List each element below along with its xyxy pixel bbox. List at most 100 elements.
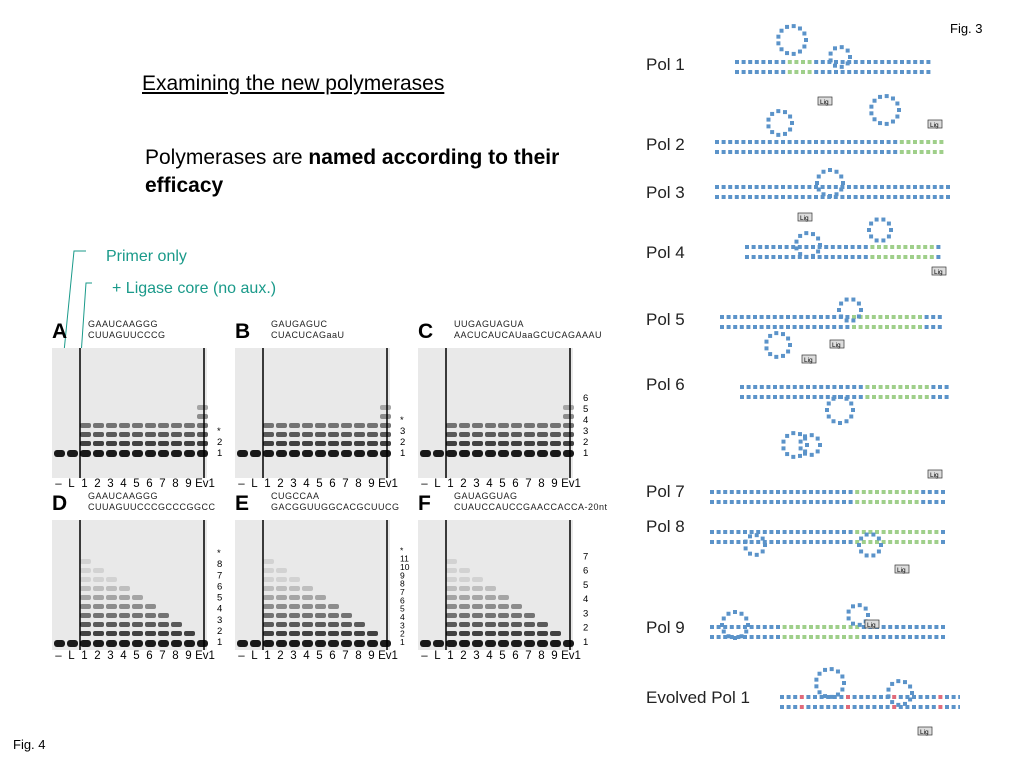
lane-label: 2 bbox=[460, 650, 467, 662]
nucleotide bbox=[902, 701, 907, 706]
nucleotide bbox=[893, 70, 898, 74]
sequence-top: GAAUCAAGGG bbox=[88, 319, 159, 329]
nucleotide bbox=[937, 325, 942, 329]
nucleotide bbox=[791, 454, 796, 459]
nucleotide bbox=[936, 245, 941, 249]
nucleotide bbox=[860, 140, 865, 144]
gel-marker-label: 7 bbox=[400, 587, 405, 597]
lane-label: 3 bbox=[290, 478, 297, 490]
nucleotide bbox=[799, 315, 804, 319]
nucleotide bbox=[892, 705, 897, 709]
nucleotide bbox=[782, 625, 787, 629]
nucleotide bbox=[868, 500, 873, 504]
nucleotide bbox=[839, 695, 844, 699]
gel-marker-label: 7 bbox=[217, 570, 222, 581]
nucleotide bbox=[926, 140, 931, 144]
nucleotide bbox=[834, 169, 839, 174]
gel-marker-label: 6 bbox=[583, 393, 588, 404]
nucleotide bbox=[860, 60, 865, 64]
nucleotide bbox=[838, 325, 843, 329]
nucleotide bbox=[927, 490, 932, 494]
nucleotide bbox=[743, 546, 748, 551]
nucleotide bbox=[851, 604, 855, 609]
nucleotide bbox=[776, 625, 780, 629]
nucleotide bbox=[879, 543, 883, 547]
lane-label: 8 bbox=[538, 478, 545, 490]
nucleotide bbox=[723, 540, 728, 544]
nucleotide bbox=[785, 51, 790, 56]
nucleotide bbox=[880, 60, 885, 64]
nucleotide bbox=[932, 150, 937, 154]
nucleotide bbox=[916, 245, 921, 249]
nucleotide bbox=[753, 315, 757, 319]
nucleotide bbox=[840, 185, 845, 189]
nucleotide bbox=[918, 385, 923, 389]
nucleotide bbox=[886, 185, 891, 189]
gel-marker-label: * bbox=[400, 545, 404, 555]
nucleotide bbox=[945, 705, 949, 709]
nucleotide bbox=[850, 245, 855, 249]
nucleotide bbox=[764, 339, 769, 344]
nucleotide bbox=[804, 231, 809, 236]
nucleotide bbox=[859, 695, 864, 699]
nucleotide bbox=[902, 680, 907, 685]
lane-label: 9 bbox=[551, 478, 558, 490]
lig-tag-box bbox=[829, 339, 845, 349]
nucleotide bbox=[761, 150, 766, 154]
nucleotide bbox=[932, 140, 937, 144]
nucleotide bbox=[879, 705, 883, 709]
nucleotide bbox=[779, 28, 784, 33]
nucleotide bbox=[855, 490, 860, 494]
nucleotide bbox=[828, 490, 833, 494]
nucleotide bbox=[898, 695, 903, 699]
gel-marker-label: 4 bbox=[583, 594, 588, 605]
nucleotide bbox=[856, 301, 861, 306]
nucleotide bbox=[815, 181, 819, 185]
nucleotide bbox=[827, 140, 832, 144]
nucleotide bbox=[844, 297, 849, 302]
nucleotide bbox=[763, 543, 767, 547]
nucleotide bbox=[919, 140, 924, 144]
nucleotide bbox=[847, 195, 851, 199]
nucleotide bbox=[840, 195, 845, 199]
nucleotide bbox=[868, 530, 873, 534]
nucleotide bbox=[801, 70, 805, 74]
nucleotide bbox=[749, 530, 754, 534]
nucleotide bbox=[926, 195, 931, 199]
gel-marker-label: 1 bbox=[583, 637, 588, 648]
nucleotide bbox=[848, 540, 853, 544]
nucleotide bbox=[851, 621, 855, 626]
lane-label: 3 bbox=[473, 478, 480, 490]
nucleotide bbox=[934, 540, 939, 544]
lig-tag-box bbox=[864, 619, 880, 629]
nucleotide bbox=[789, 490, 794, 494]
gel-marker-label: 3 bbox=[400, 620, 405, 630]
nucleotide bbox=[759, 325, 764, 329]
nucleotide bbox=[918, 695, 923, 699]
nucleotide bbox=[818, 443, 822, 447]
nucleotide bbox=[923, 245, 928, 249]
lane-label: L bbox=[68, 478, 75, 490]
nucleotide bbox=[792, 385, 797, 389]
nucleotide bbox=[729, 540, 734, 544]
nucleotide bbox=[746, 315, 751, 319]
nucleotide bbox=[819, 395, 824, 399]
nucleotide bbox=[905, 695, 910, 699]
nucleotide bbox=[789, 625, 794, 629]
nucleotide bbox=[807, 150, 812, 154]
nucleotide bbox=[809, 500, 813, 504]
nucleotide bbox=[822, 635, 827, 639]
nucleotide bbox=[710, 500, 714, 504]
nucleotide bbox=[858, 385, 863, 389]
nucleotide bbox=[851, 318, 856, 323]
nucleotide bbox=[805, 443, 809, 447]
nucleotide bbox=[872, 98, 877, 103]
nucleotide bbox=[781, 60, 786, 64]
nucleotide bbox=[762, 635, 767, 639]
nucleotide bbox=[786, 349, 791, 354]
nucleotide bbox=[798, 252, 803, 257]
nucleotide bbox=[759, 395, 764, 399]
nucleotide bbox=[903, 245, 908, 249]
nucleotide bbox=[839, 385, 843, 389]
nucleotide bbox=[802, 635, 807, 639]
